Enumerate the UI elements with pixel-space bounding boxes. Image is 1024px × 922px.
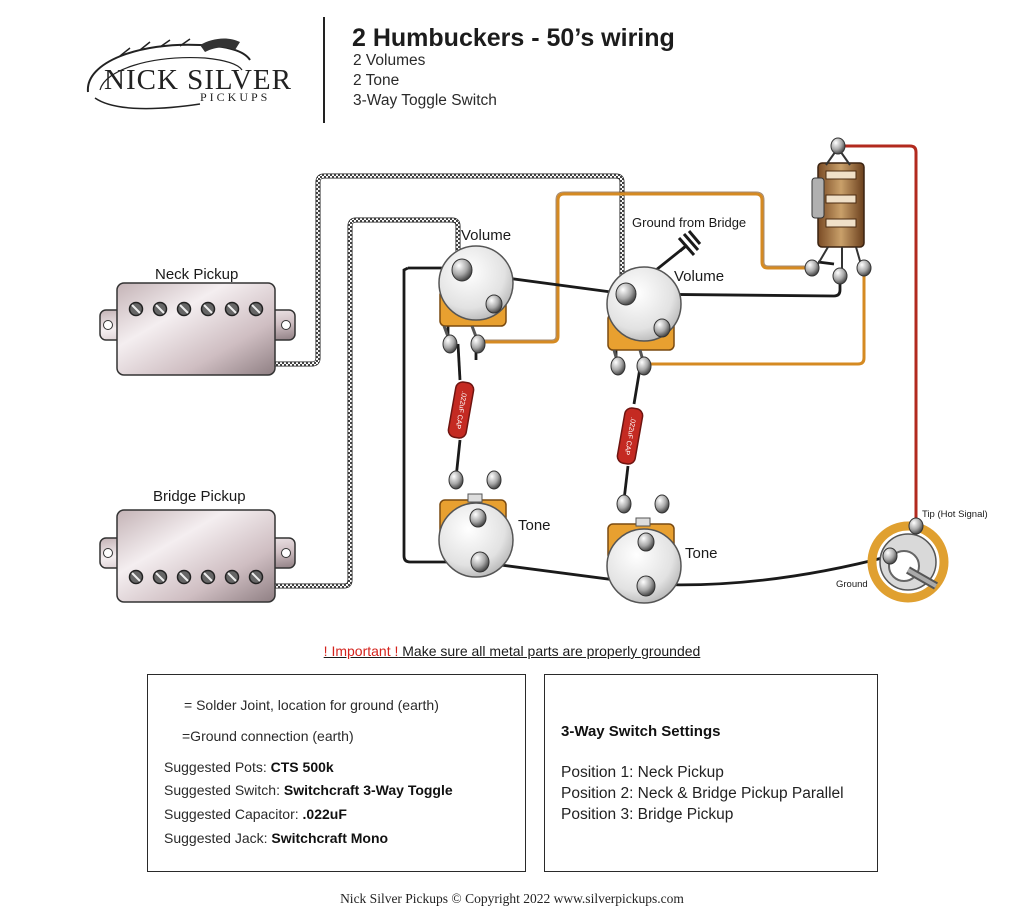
spec-line-3: 3-Way Toggle Switch — [353, 92, 497, 109]
volume-1-label: Volume — [461, 227, 511, 244]
ground-from-bridge-label: Ground from Bridge — [632, 215, 746, 230]
footer-copyright: Nick Silver Pickups © Copyright 2022 www… — [340, 891, 684, 906]
logo-subword: PICKUPS — [200, 90, 271, 104]
tone-1-label: Tone — [518, 517, 551, 534]
jack-ground-label: Ground — [836, 579, 868, 590]
switch-position-3: Position 3: Bridge Pickup — [561, 806, 734, 823]
bridge-pickup-label: Bridge Pickup — [153, 488, 246, 505]
capacitor-2: .022uF CAP — [616, 407, 644, 465]
legend-capacitor: Suggested Capacitor: .022uF — [164, 806, 347, 822]
solder-joints — [442, 137, 924, 597]
important-label: ! Important ! — [323, 643, 399, 659]
legend-solder-joint: = Solder Joint, location for ground (ear… — [184, 697, 439, 713]
bridge-pickup-screws — [128, 569, 264, 585]
tone-2-label: Tone — [685, 545, 718, 562]
nick-silver-logo — [86, 38, 251, 110]
legend-jack: Suggested Jack: Switchcraft Mono — [164, 830, 389, 846]
switch-settings-title: 3-Way Switch Settings — [561, 723, 721, 740]
orange-wires — [478, 192, 866, 366]
neck-pickup-screws — [128, 301, 264, 317]
legend-box: = Solder Joint, location for ground (ear… — [147, 674, 526, 872]
red-hot-wire — [845, 144, 918, 520]
legend-pots: Suggested Pots: CTS 500k — [164, 759, 334, 775]
logo-wordmark: NICK SILVER — [104, 64, 292, 96]
bridge-pickup — [99, 509, 296, 603]
important-notice: ! Important ! Make sure all metal parts … — [0, 643, 1024, 659]
legend-switch: Suggested Switch: Switchcraft 3-Way Togg… — [164, 782, 453, 798]
switch-position-2: Position 2: Neck & Bridge Pickup Paralle… — [561, 785, 844, 802]
volume-pot-2 — [606, 266, 682, 365]
neck-pickup-label: Neck Pickup — [155, 266, 238, 283]
switch-position-1: Position 1: Neck Pickup — [561, 764, 724, 781]
page-title: 2 Humbuckers - 50’s wiring — [352, 24, 675, 52]
shielded-cables — [274, 173, 625, 589]
capacitor-1: .022uF CAP — [447, 381, 475, 439]
neck-pickup — [99, 282, 296, 376]
tip-label: Tip (Hot Signal) — [922, 509, 988, 520]
spec-line-1: 2 Volumes — [353, 52, 426, 69]
volume-pot-1 — [438, 245, 514, 343]
ground-symbol — [677, 230, 702, 256]
spec-line-2: 2 Tone — [353, 72, 400, 89]
output-jack — [867, 521, 949, 603]
legend-ground-connection: =Ground connection (earth) — [182, 728, 354, 744]
volume-2-label: Volume — [674, 268, 724, 285]
important-text: Make sure all metal parts are properly g… — [398, 643, 701, 659]
toggle-switch — [811, 147, 865, 272]
switch-settings-box: 3-Way Switch Settings Position 1: Neck P… — [544, 674, 878, 872]
